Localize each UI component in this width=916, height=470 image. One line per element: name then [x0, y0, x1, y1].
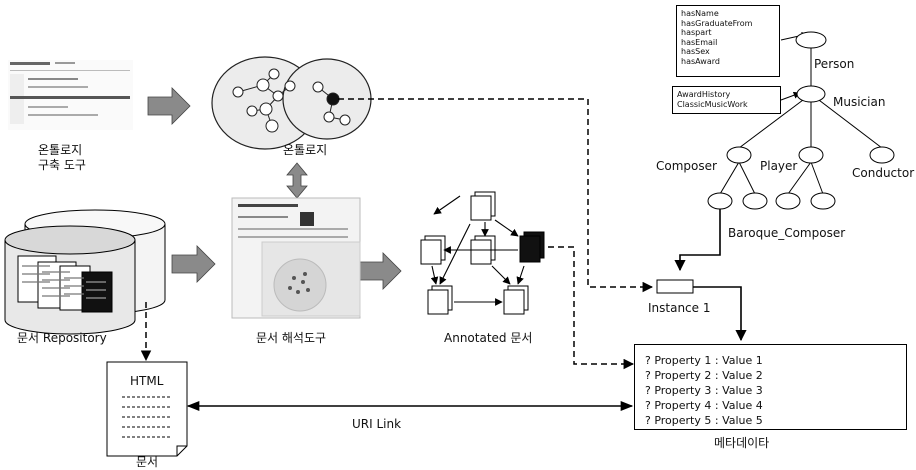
metadata-row: ? Property 2 : Value 2 — [645, 369, 763, 382]
metadata-row: ? Property 5 : Value 5 — [645, 414, 763, 427]
html-document-page — [106, 361, 188, 457]
metadata-row: ? Property 4 : Value 4 — [645, 399, 763, 412]
property-item: hasEmail — [681, 37, 718, 47]
ontology-tree — [656, 31, 895, 342]
ontology-label: 온톨로지 — [283, 143, 328, 157]
ontology-graph — [211, 56, 372, 150]
person-label: Person — [814, 57, 855, 71]
arrow-tool-to-annotated — [359, 252, 402, 290]
player-label: Player — [760, 159, 798, 173]
repository-cylinders — [4, 209, 166, 335]
property-item: hasSex — [681, 47, 710, 57]
dashed-connectors — [140, 98, 654, 370]
flow-arrows — [147, 87, 402, 290]
arrow-tool-to-ontology — [147, 87, 191, 125]
metadata-row: ? Property 1 : Value 1 — [645, 354, 763, 367]
ontology-tool-label-line2: 구축 도구 — [38, 158, 86, 172]
html-label: HTML — [130, 374, 164, 388]
conductor-label: Conductor — [852, 166, 915, 180]
property-item: hasGraduateFrom — [681, 18, 753, 28]
metadata-box: ? Property 1 : Value 1 ? Property 2 : Va… — [634, 344, 907, 430]
ontology-tool-label-line1: 온톨로지 — [38, 143, 83, 157]
document-label: 문서 — [136, 455, 159, 469]
analysis-tool-label: 문서 해석도구 — [256, 331, 327, 345]
metadata-label: 메타데이타 — [714, 436, 770, 450]
instance-node — [656, 279, 694, 294]
instance-label: Instance 1 — [648, 301, 711, 315]
metadata-row: ? Property 3 : Value 3 — [645, 384, 763, 397]
property-item: ClassicMusicWork — [677, 99, 748, 109]
ontology-tool-screenshot — [8, 60, 133, 130]
property-item: haspart — [681, 28, 712, 38]
annotated-label: Annotated 문서 — [444, 331, 533, 345]
double-arrow-ontology-tool — [286, 162, 308, 199]
property-item: hasAward — [681, 56, 720, 66]
property-item: AwardHistory — [677, 90, 731, 99]
musician-properties-box: AwardHistory ClassicMusicWork — [672, 86, 781, 114]
property-item: hasName — [681, 9, 719, 18]
annotated-doc-graph — [420, 191, 545, 315]
baroque-composer-label: Baroque_Composer — [728, 226, 846, 240]
arrow-repository-to-tool — [171, 245, 216, 283]
composer-label: Composer — [656, 159, 717, 173]
uri-link-label: URI Link — [352, 417, 402, 431]
person-properties-box: hasName hasGraduateFrom haspart hasEmail… — [676, 5, 780, 77]
musician-label: Musician — [833, 95, 886, 109]
repository-label: 문서 Repository — [17, 331, 107, 345]
analysis-tool-screenshot — [231, 197, 361, 319]
